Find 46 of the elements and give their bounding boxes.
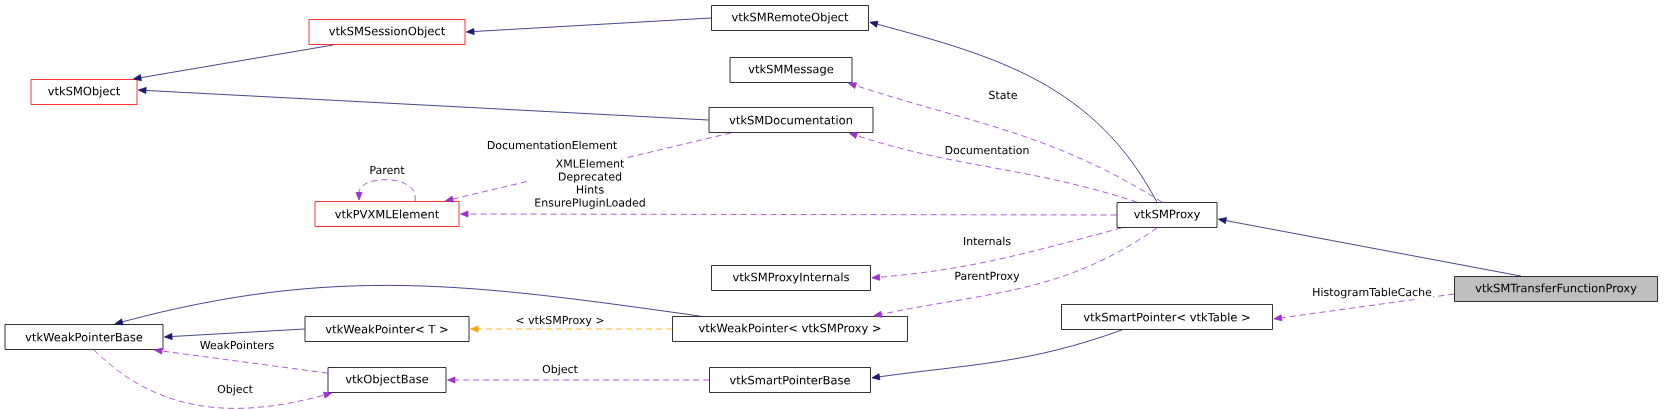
arrow: [133, 44, 334, 82]
edge-label: State: [987, 89, 1019, 101]
arrow: [355, 179, 416, 202]
class-box: vtkSMProxy: [1116, 202, 1218, 228]
class-box: vtkSmartPointer< vtkTable >: [1061, 304, 1273, 330]
class-box: vtkPVXMLElement: [314, 201, 460, 227]
arrow: [1273, 293, 1455, 322]
edge-label: XMLElement Deprecated Hints EnsurePluginLoaded: [529, 158, 651, 210]
edge-label: Object: [216, 383, 254, 397]
arrow: [869, 20, 1158, 203]
edge-label: Parent: [368, 164, 406, 176]
edge-label: Internals: [961, 235, 1013, 247]
edge-label: Documentation: [943, 144, 1031, 156]
arrow: [138, 87, 709, 121]
arrow: [114, 285, 701, 326]
class-box: vtkWeakPointer< T >: [304, 316, 470, 342]
class-box: vtkWeakPointer< vtkSMProxy >: [672, 316, 908, 342]
class-box: vtkSMTransferFunctionProxy: [1454, 276, 1658, 302]
arrow: [164, 328, 305, 340]
arrow: [849, 132, 1138, 203]
arrow: [460, 210, 1117, 218]
class-box: vtkObjectBase: [327, 367, 447, 393]
arrow: [466, 17, 712, 35]
arrow: [873, 227, 1158, 318]
class-box: vtkSMMessage: [729, 57, 853, 83]
edge-label: DocumentationElement: [485, 139, 619, 151]
arrow: [1218, 217, 1522, 277]
edge-label: Object: [541, 363, 579, 377]
edge-label: HistogramTableCache: [1311, 286, 1433, 300]
arrow: [447, 376, 710, 384]
class-box: vtkSMObject: [30, 79, 138, 105]
arrow: [871, 329, 1123, 381]
arrow: [93, 349, 332, 409]
edge-label: WeakPointers: [198, 339, 276, 351]
class-box: vtkWeakPointerBase: [4, 324, 164, 350]
class-box: vtkSMDocumentation: [708, 107, 874, 133]
class-box: vtkSMProxyInternals: [711, 265, 871, 291]
arrow: [154, 347, 328, 374]
arrow: [871, 227, 1122, 281]
arrow: [470, 325, 673, 333]
class-box: vtkSMSessionObject: [308, 19, 466, 45]
class-box: vtkSMRemoteObject: [711, 5, 869, 31]
edge-label: < vtkSMProxy >: [514, 314, 606, 328]
edge-label: ParentProxy: [953, 270, 1021, 284]
class-box: vtkSmartPointerBase: [709, 367, 871, 393]
arrow: [848, 82, 1163, 203]
